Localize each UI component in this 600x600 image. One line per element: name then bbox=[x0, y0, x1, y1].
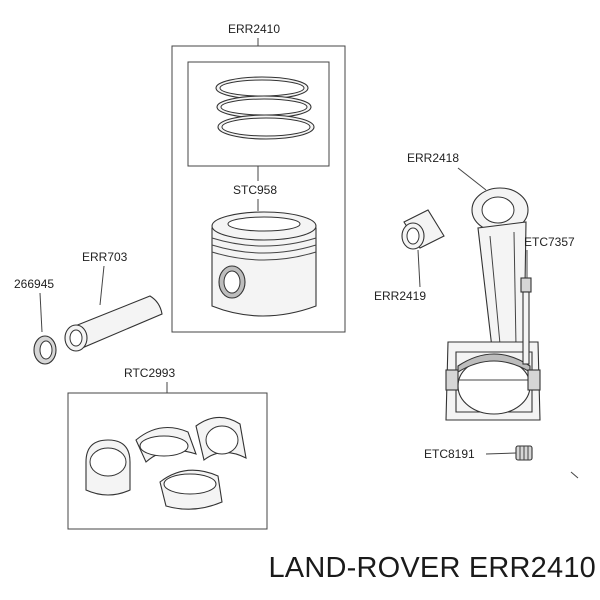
label-etc8191: ETC8191 bbox=[424, 447, 475, 461]
piston-pin-group: ERR703 bbox=[64, 250, 163, 352]
label-etc7357: ETC7357 bbox=[524, 235, 575, 249]
connecting-rod-group: ERR2418 bbox=[407, 151, 541, 461]
connecting-rod-illustration bbox=[445, 187, 541, 421]
label-266945: 266945 bbox=[14, 277, 54, 291]
circlip-group: 266945 bbox=[14, 277, 57, 365]
label-rtc2993: RTC2993 bbox=[124, 366, 175, 380]
piston-illustration bbox=[211, 211, 317, 317]
label-err703: ERR703 bbox=[82, 250, 128, 264]
corner-mark bbox=[570, 471, 579, 479]
small-end-bush-group: ERR2419 bbox=[374, 209, 445, 303]
bearing-shells-illustration bbox=[85, 416, 247, 510]
piston-rings-illustration bbox=[215, 76, 315, 140]
rod-nut-illustration bbox=[515, 445, 533, 461]
label-err2418: ERR2418 bbox=[407, 151, 459, 165]
label-err2410: ERR2410 bbox=[228, 22, 280, 36]
bearing-set-group: RTC2993 bbox=[67, 366, 268, 530]
brand-part-number: LAND-ROVER ERR2410 bbox=[268, 552, 596, 584]
label-err2419: ERR2419 bbox=[374, 289, 426, 303]
rod-bolt-illustration bbox=[520, 277, 532, 365]
bearing-set-box bbox=[67, 392, 268, 530]
label-stc958: STC958 bbox=[233, 183, 277, 197]
piston-assembly-group: ERR2410 STC958 bbox=[171, 22, 346, 333]
